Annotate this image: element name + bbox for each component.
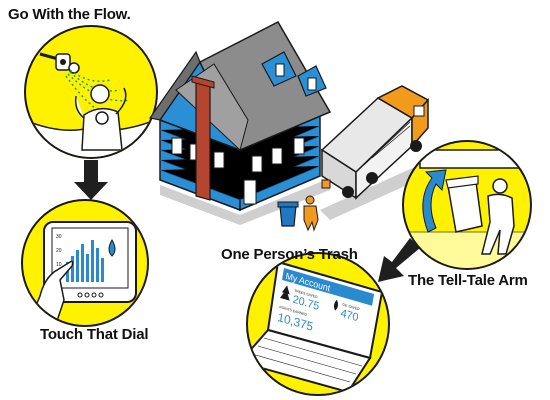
- lift-arrow-icon: [422, 169, 447, 233]
- oil-saved-label: OIL SAVED: [342, 302, 360, 311]
- house-illustration: [148, 21, 332, 225]
- tree-icon: [280, 285, 290, 301]
- label-one-persons-trash: One Person’s Trash: [221, 246, 358, 263]
- arm-vignette: [402, 140, 532, 270]
- shower-vignette: [24, 25, 158, 159]
- tablet-tick-10: 10: [56, 262, 62, 268]
- label-touch-that-dial: Touch That Dial: [40, 326, 149, 343]
- arrow-diagonal-icon: [378, 238, 420, 282]
- oil-saved-value: 470: [340, 307, 360, 324]
- tablet-buttons: [77, 292, 104, 298]
- worker-person-icon: [481, 178, 515, 255]
- tablet-tick-30: 30: [56, 234, 62, 240]
- laptop-vignette: My Account TREES SAVED 20.75 OIL SAVED 4…: [246, 252, 390, 396]
- trees-saved-label: TREES SAVED: [294, 289, 318, 300]
- chimney: [195, 79, 211, 201]
- arrow-down-icon: [74, 160, 108, 200]
- label-go-with-the-flow: Go With the Flow.: [8, 6, 131, 23]
- water-drop-icon: [108, 239, 116, 257]
- worker-icon: [303, 195, 319, 232]
- tablet-tick-20: 20: [56, 248, 62, 254]
- oil-drop-icon: [333, 299, 339, 311]
- label-tell-tale-arm: The Tell-Tale Arm: [408, 272, 528, 289]
- recycling-bin-icon: [277, 201, 299, 227]
- points-earned-label: POINTS EARNED: [279, 305, 307, 317]
- showering-person-icon: [74, 84, 127, 151]
- tablet-vignette: 30 20 10: [21, 199, 149, 327]
